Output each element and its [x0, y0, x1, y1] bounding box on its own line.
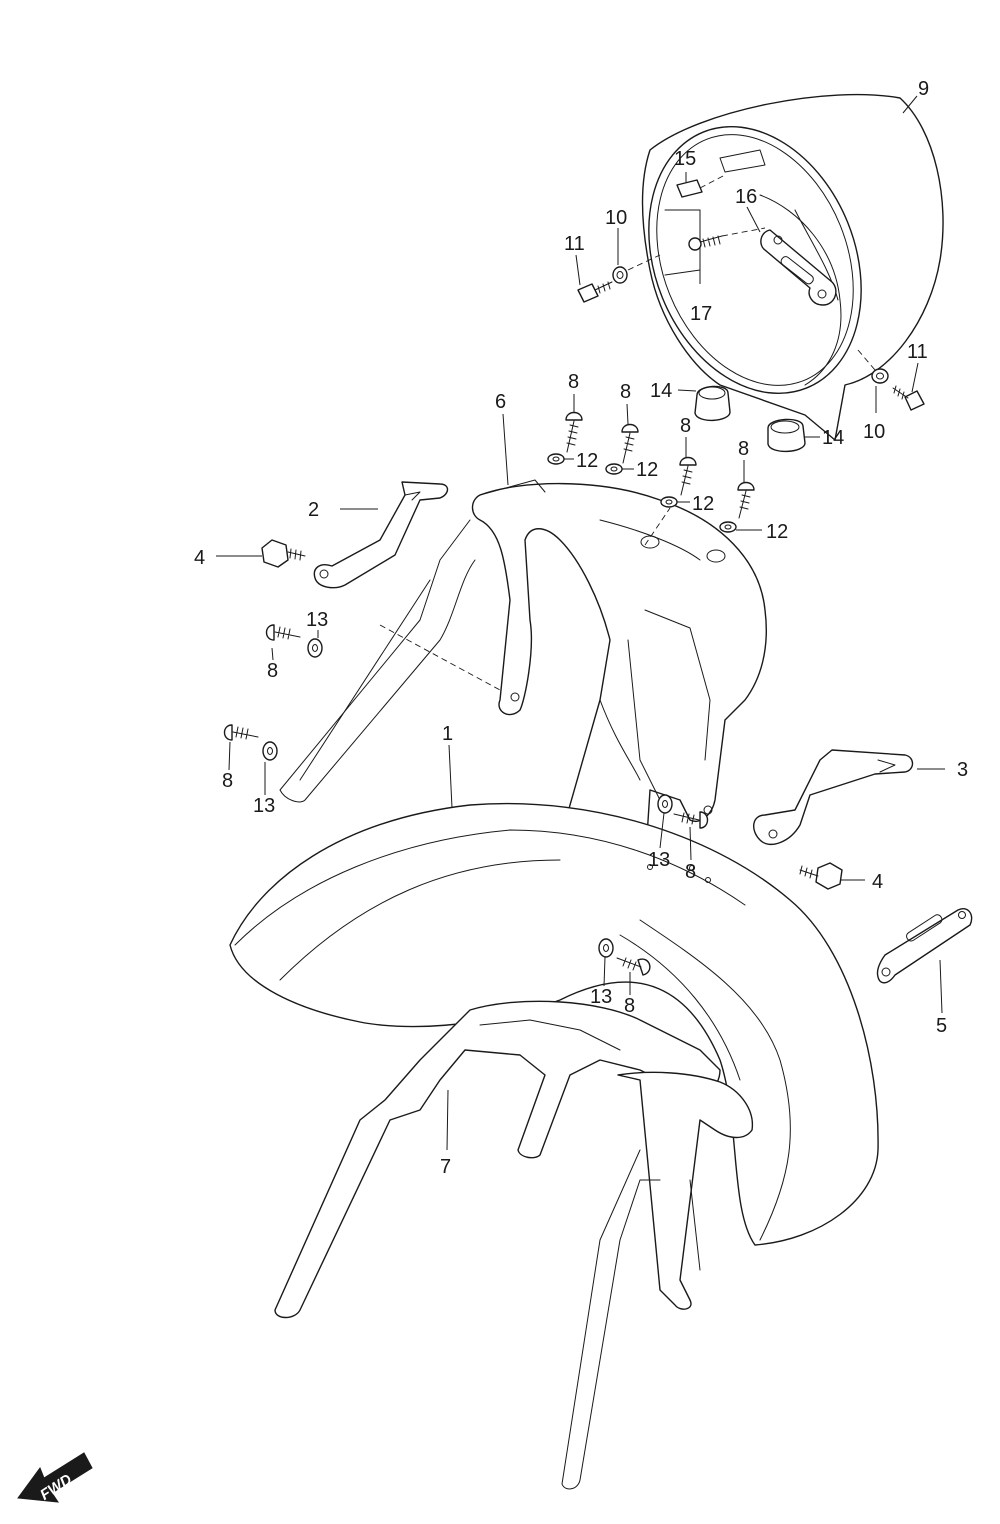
label-4-left: 4 — [194, 547, 205, 569]
label-14-left: 14 — [650, 380, 672, 402]
label-7: 7 — [440, 1156, 451, 1178]
bracket-5 — [876, 908, 973, 984]
screw-8-a — [565, 411, 583, 453]
label-8-c: 8 — [680, 415, 691, 437]
washer-10-left — [612, 254, 661, 284]
screw-8-d — [737, 481, 755, 519]
label-10-left: 10 — [605, 207, 627, 229]
label-11-right: 11 — [907, 341, 928, 363]
label-12-d: 12 — [766, 521, 788, 543]
bracket-16 — [760, 229, 837, 306]
label-13-b: 13 — [253, 795, 275, 817]
washer-13-a — [307, 638, 323, 658]
label-17: 17 — [690, 303, 712, 325]
clip-15 — [676, 174, 726, 198]
label-10-right: 10 — [863, 421, 885, 443]
label-8-e: 8 — [267, 660, 278, 682]
washer-12-c — [660, 496, 678, 508]
label-8-g: 8 — [685, 861, 696, 883]
grommet-14-left — [694, 385, 731, 422]
label-11-left: 11 — [564, 233, 585, 255]
screw-8-f — [223, 724, 259, 741]
label-4-right: 4 — [872, 871, 883, 893]
label-8-b: 8 — [620, 381, 631, 403]
washer-13-d — [598, 938, 614, 958]
grommet-14-right — [767, 418, 806, 453]
front-fender — [229, 802, 879, 1246]
label-13-d: 13 — [590, 986, 612, 1008]
label-3: 3 — [957, 759, 968, 781]
label-1: 1 — [442, 723, 453, 745]
bolt-11-right — [892, 385, 925, 411]
bracket-3 — [753, 749, 914, 845]
screw-8-c — [679, 456, 697, 496]
leader-lines — [216, 95, 945, 1151]
washer-13-c — [657, 794, 673, 814]
label-8-h: 8 — [624, 995, 635, 1017]
label-5: 5 — [936, 1015, 947, 1037]
label-12-b: 12 — [636, 459, 658, 481]
bracket-2 — [313, 481, 449, 589]
fwd-arrow: FWD — [17, 1452, 93, 1504]
screw-8-g — [673, 811, 709, 829]
label-16: 16 — [735, 186, 757, 208]
label-6: 6 — [495, 391, 506, 413]
label-12-c: 12 — [692, 493, 714, 515]
screw-8-h — [616, 957, 651, 976]
label-13-a: 13 — [306, 609, 328, 631]
label-9: 9 — [918, 78, 929, 100]
label-8-f: 8 — [222, 770, 233, 792]
label-12-a: 12 — [576, 450, 598, 472]
washer-13-b — [262, 741, 278, 761]
screw-17 — [688, 227, 766, 251]
washer-12-b — [605, 463, 623, 475]
washer-10-right — [857, 349, 889, 384]
bolt-11-left — [577, 281, 613, 303]
label-15: 15 — [674, 148, 696, 170]
bolt-4-left — [261, 539, 306, 568]
label-13-c: 13 — [648, 849, 670, 871]
label-8-a: 8 — [568, 371, 579, 393]
label-14-right: 14 — [822, 427, 844, 449]
label-8-d: 8 — [738, 438, 749, 460]
washer-12-d — [719, 521, 737, 533]
screw-8-e — [265, 624, 301, 641]
screw-8-b — [621, 423, 639, 464]
inner-fender — [274, 1000, 754, 1490]
part-labels: 9 15 16 10 11 17 11 10 14 14 8 8 8 8 12 … — [194, 78, 968, 1178]
label-2: 2 — [308, 499, 319, 521]
washer-12-a — [547, 453, 565, 465]
bolt-4-right — [799, 862, 843, 890]
